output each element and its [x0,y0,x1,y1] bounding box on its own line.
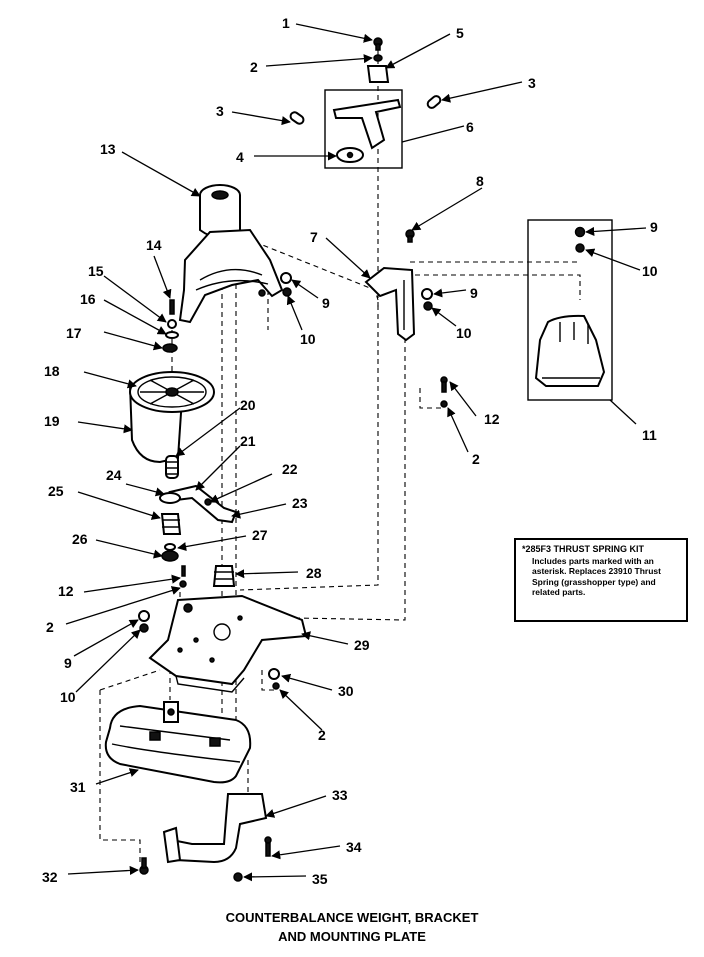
callout-3: 3 [216,103,224,119]
diagram-title: COUNTERBALANCE WEIGHT, BRACKET AND MOUNT… [0,908,704,946]
callout-19: 19 [44,413,60,429]
bottom-bracket-part-33 [139,793,272,882]
callout-10: 10 [300,331,316,347]
callout-34: 34 [346,839,362,855]
top-fasteners [289,37,442,125]
callout-2: 2 [250,59,258,75]
title-line-1: COUNTERBALANCE WEIGHT, BRACKET [225,910,479,925]
callout-22: 22 [282,461,298,477]
callout-33: 33 [332,787,348,803]
callout-28: 28 [306,565,322,581]
bracket-part-7 [364,229,416,342]
callout-10: 10 [60,689,76,705]
callout-1: 1 [282,15,290,31]
callout-29: 29 [354,637,370,653]
screw-12-right [440,376,448,408]
callout-9: 9 [470,285,478,301]
kit-note-title: *285F3 THRUST SPRING KIT [522,544,645,554]
callout-24: 24 [106,467,122,483]
callout-18: 18 [44,363,60,379]
callout-numbers: 1 2 5 3 3 6 4 13 8 7 9 10 14 15 16 17 9 … [42,15,658,887]
callout-14: 14 [146,237,162,253]
callout-11: 11 [642,427,657,443]
callout-15: 15 [88,263,104,279]
mounting-plate-part-29 [138,594,308,693]
inset-box-part-11 [527,219,613,401]
callout-30: 30 [338,683,354,699]
callout-2: 2 [472,451,480,467]
callout-10: 10 [456,325,472,341]
callout-27: 27 [252,527,268,543]
callout-9: 9 [64,655,72,671]
callout-2: 2 [318,727,326,743]
callout-26: 26 [72,531,88,547]
callout-12: 12 [484,411,500,427]
callout-3: 3 [528,75,536,91]
inset-box-part-6 [324,89,403,169]
thrust-spring-kit-note: *285F3 THRUST SPRING KIT Includes parts … [514,538,688,622]
callout-10: 10 [642,263,658,279]
callout-4: 4 [236,149,244,165]
callout-9: 9 [650,219,658,235]
callout-21: 21 [240,433,256,449]
callout-5: 5 [456,25,464,41]
pulley-stack-14-19 [128,299,215,464]
kit-note-body: Includes parts marked with an asterisk. … [532,555,661,598]
callout-12: 12 [58,583,74,599]
callout-25: 25 [48,483,64,499]
callout-7: 7 [310,229,318,245]
callout-8: 8 [476,173,484,189]
callout-13: 13 [100,141,116,157]
callout-16: 16 [80,291,96,307]
callout-20: 20 [240,397,256,413]
callout-32: 32 [42,869,58,885]
callout-35: 35 [312,871,328,887]
motor-mount-part-13 [178,184,284,324]
callout-31: 31 [70,779,86,795]
callout-6: 6 [466,119,474,135]
callout-23: 23 [292,495,308,511]
callout-9: 9 [322,295,330,311]
title-line-2: AND MOUNTING PLATE [278,929,426,944]
counterbalance-weight-part-31 [104,701,252,784]
spring-and-lever-20-28 [159,455,238,588]
callout-17: 17 [66,325,82,341]
leader-lines [65,23,647,882]
washers-9-10 [280,272,433,311]
callout-2: 2 [46,619,54,635]
